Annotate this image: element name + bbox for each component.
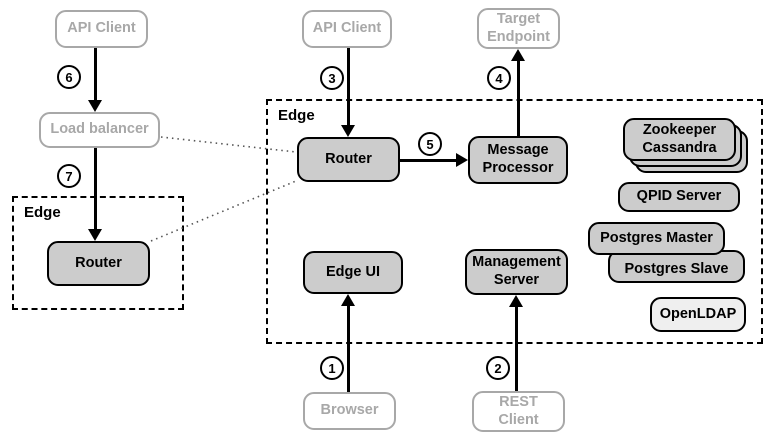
node-load-balancer[interactable]: Load balancer bbox=[39, 112, 160, 148]
node-router-left[interactable]: Router bbox=[47, 241, 150, 286]
arrow-api-to-router-head bbox=[341, 125, 355, 137]
node-message-processor[interactable]: Message Processor bbox=[468, 136, 568, 184]
zone-edge-left bbox=[12, 196, 184, 310]
zone-label-edge-main: Edge bbox=[278, 107, 315, 124]
arrow-api-to-router bbox=[346, 48, 350, 127]
stack-label-zookeeper-cassandra-0: Zookeeper bbox=[642, 121, 717, 138]
step-badge-2: 2 bbox=[486, 356, 510, 380]
node-openldap[interactable]: OpenLDAP bbox=[650, 297, 746, 332]
node-edge-ui[interactable]: Edge UI bbox=[303, 251, 403, 294]
step-badge-5: 5 bbox=[418, 132, 442, 156]
stack-label-zookeeper-cassandra-1: Cassandra bbox=[642, 139, 717, 156]
arrow-mp-to-target bbox=[516, 59, 520, 136]
arrow-browser-to-ui-head bbox=[341, 294, 355, 306]
node-management-server[interactable]: Management Server bbox=[465, 249, 568, 295]
arrow-rest-to-ms-head bbox=[509, 295, 523, 307]
step-badge-6: 6 bbox=[57, 65, 81, 89]
arrow-api-to-lb bbox=[93, 48, 97, 102]
arrow-api-to-lb-head bbox=[88, 100, 102, 112]
arrow-rest-to-ms bbox=[514, 305, 518, 391]
node-postgres-master[interactable]: Postgres Master bbox=[588, 222, 725, 255]
node-api-client-center[interactable]: API Client bbox=[302, 10, 392, 48]
node-api-client-left[interactable]: API Client bbox=[55, 10, 148, 48]
node-browser[interactable]: Browser bbox=[303, 392, 396, 430]
arrow-router-to-mp bbox=[400, 158, 458, 162]
step-badge-3: 3 bbox=[320, 66, 344, 90]
arrow-lb-to-router bbox=[93, 148, 97, 231]
node-qpid-server[interactable]: QPID Server bbox=[618, 182, 740, 212]
node-target-endpoint[interactable]: Target Endpoint bbox=[477, 8, 560, 49]
step-badge-7: 7 bbox=[57, 164, 81, 188]
node-postgres-slave[interactable]: Postgres Slave bbox=[608, 250, 745, 283]
step-badge-1: 1 bbox=[320, 356, 344, 380]
step-badge-4: 4 bbox=[487, 66, 511, 90]
arrow-router-to-mp-head bbox=[456, 153, 468, 167]
node-router-center[interactable]: Router bbox=[297, 137, 400, 182]
node-rest-client[interactable]: REST Client bbox=[472, 391, 565, 432]
arrow-mp-to-target-head bbox=[511, 49, 525, 61]
arrow-lb-to-router-head bbox=[88, 229, 102, 241]
arrow-browser-to-ui bbox=[346, 304, 350, 392]
zone-label-edge-left: Edge bbox=[24, 204, 61, 221]
